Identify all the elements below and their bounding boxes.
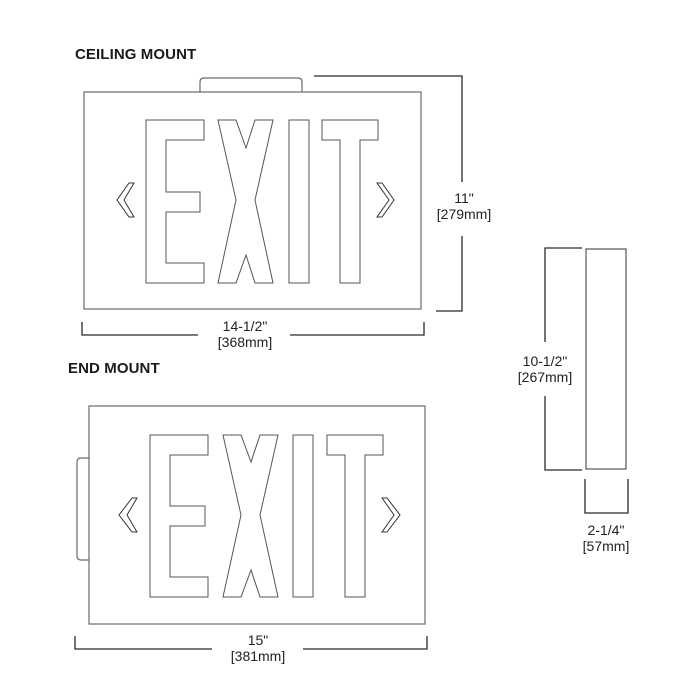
ceiling-height-label: 11" [279mm] — [426, 190, 502, 222]
side-height-dimension-line-lower — [544, 396, 582, 471]
end-width-label: 15" [381mm] — [214, 632, 302, 664]
side-height-mm: [267mm] — [517, 369, 573, 385]
side-height-dimension-line-upper — [544, 247, 582, 342]
end-width-mm: [381mm] — [230, 648, 286, 664]
ceiling-letter-i — [288, 119, 310, 284]
side-depth-inch: 2-1/4" — [587, 522, 625, 538]
end-letter-x — [222, 434, 279, 598]
end-width-dimension-line-left — [74, 636, 212, 650]
end-mount-drawing — [74, 405, 428, 650]
ceiling-height-inch: 11" — [454, 190, 474, 206]
end-side-tab — [76, 457, 89, 561]
end-letter-i — [292, 434, 314, 598]
side-view-body — [585, 248, 627, 470]
side-depth-mm: [57mm] — [582, 538, 630, 554]
end-letter-t — [326, 434, 384, 598]
end-mount-title: END MOUNT — [68, 360, 160, 377]
ceiling-mount-title: CEILING MOUNT — [75, 46, 197, 63]
ceiling-height-mm: [279mm] — [436, 206, 492, 222]
side-height-inch: 10-1/2" — [522, 353, 568, 369]
ceiling-letter-e — [145, 119, 205, 284]
ceiling-width-label: 14-1/2" [368mm] — [200, 318, 290, 350]
ceiling-canopy — [199, 77, 303, 92]
side-view-drawing — [544, 247, 629, 514]
ceiling-letter-x — [217, 119, 274, 284]
ceiling-width-dimension-line-left — [81, 322, 198, 336]
ceiling-right-chevron-icon — [376, 182, 395, 218]
end-letter-e — [149, 434, 209, 598]
end-width-dimension-line-right — [303, 636, 428, 650]
end-width-inch: 15" — [247, 632, 269, 648]
ceiling-left-chevron-icon — [116, 182, 135, 218]
side-height-label: 10-1/2" [267mm] — [505, 353, 585, 385]
ceiling-width-dimension-line-right — [290, 322, 425, 336]
ceiling-letter-t — [321, 119, 379, 284]
end-right-chevron-icon — [381, 497, 401, 533]
ceiling-mount-drawing — [81, 75, 463, 336]
ceiling-height-dimension-line — [314, 75, 463, 182]
side-depth-dimension-line — [584, 479, 629, 514]
side-depth-label: 2-1/4" [57mm] — [570, 522, 642, 554]
ceiling-width-inch: 14-1/2" — [222, 318, 268, 334]
ceiling-width-mm: [368mm] — [217, 334, 273, 350]
ceiling-height-dimension-line-lower — [436, 236, 463, 312]
end-left-chevron-icon — [118, 497, 138, 533]
